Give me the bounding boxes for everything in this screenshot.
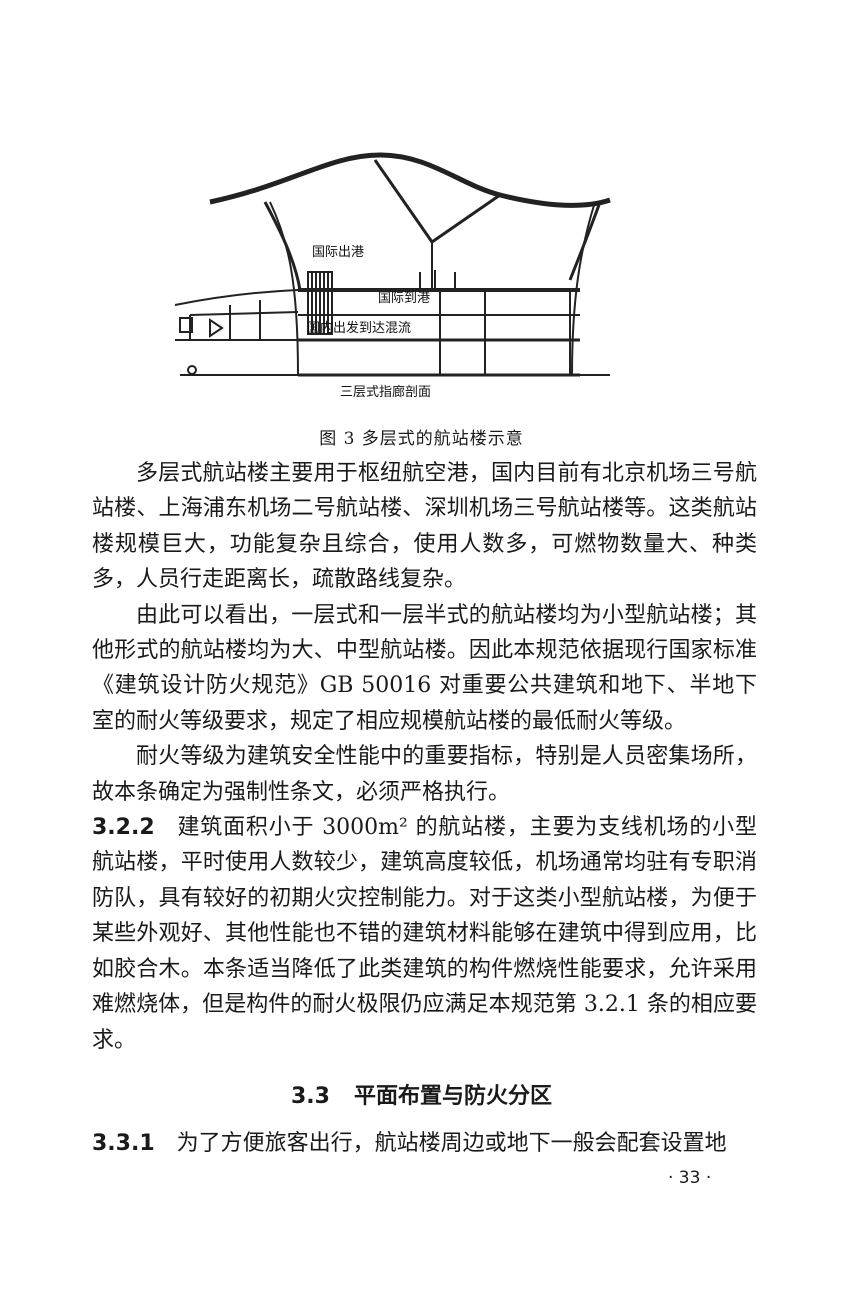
section-heading: 3.3 平面布置与防火分区 [0,1078,843,1110]
paragraph: 耐火等级为建筑安全性能中的重要指标，特别是人员密集场所，故本条确定为强制性条文，… [92,744,757,805]
paragraph: 多层式航站楼主要用于枢纽航空港，国内目前有北京机场三号航站楼、上海浦东机场二号航… [92,461,757,593]
clause-number: 3.2.2 [92,815,155,841]
clause-3-3-1: 3.3.1 为了方便旅客出行，航站楼周边或地下一般会配套设置地 [92,1126,757,1161]
terminal-section-diagram: 国际出港 国际到港 国内出发到达混流 三层式指廊剖面 [170,140,675,402]
paragraph: 由此可以看出，一层式和一层半式的航站楼均为小型航站楼；其他形式的航站楼均为大、中… [92,602,757,734]
section-number: 3.3 [291,1084,330,1109]
label-intl-departure: 国际出港 [312,245,364,260]
clause-text: 为了方便旅客出行，航站楼周边或地下一般会配套设置地 [176,1131,727,1156]
clause-text: 建筑面积小于 3000m² 的航站楼，主要为支线机场的小型航站楼，平时使用人数较… [92,815,757,1053]
terminal-section-drawing: 国际出港 国际到港 国内出发到达混流 三层式指廊剖面 [174,152,611,400]
clause-number: 3.3.1 [92,1131,155,1156]
body-text: 多层式航站楼主要用于枢纽航空港，国内目前有北京机场三号航站楼、上海浦东机场二号航… [92,456,757,1058]
section-title: 平面布置与防火分区 [353,1083,552,1109]
page-number: · 33 · [668,1168,712,1188]
label-domestic-mixed: 国内出发到达混流 [307,320,411,336]
figure-caption: 图 3 多层式的航站楼示意 [319,429,524,449]
label-pier-section: 三层式指廊剖面 [340,384,431,400]
label-intl-arrival: 国际到港 [378,291,430,306]
